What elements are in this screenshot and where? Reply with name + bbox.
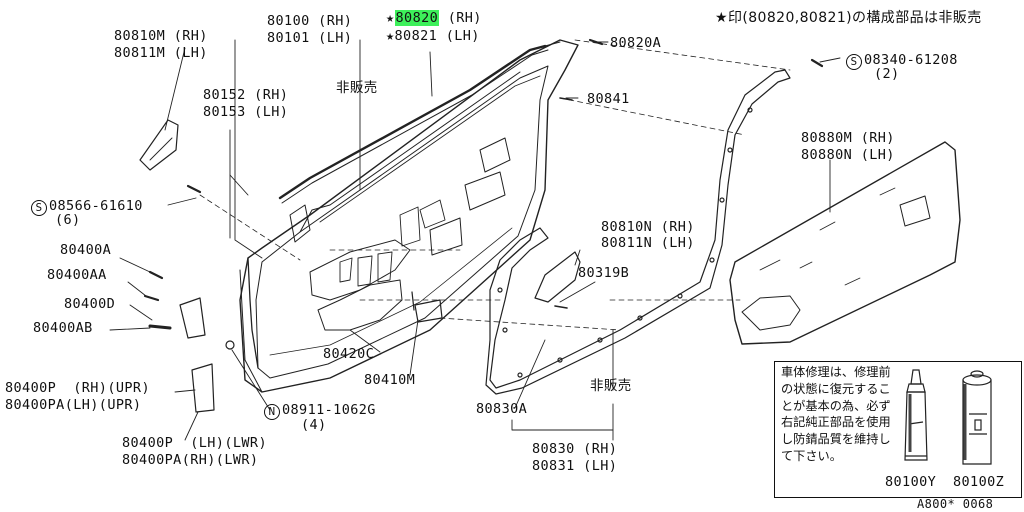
highlighted-part-number: 80820 [394, 10, 440, 26]
part-number: 08911-1062G [282, 402, 376, 418]
door-shell-drawing [239, 39, 579, 393]
part-80319B[interactable]: 80319B [578, 265, 630, 281]
part-80100-rh[interactable]: 80100 (RH) [267, 13, 353, 29]
part-80830-rh[interactable]: 80830 (RH) [532, 441, 618, 457]
not-sold-label: 非販売 [590, 378, 632, 394]
part-number: 80821 (LH) [394, 28, 480, 44]
part-80410M[interactable]: 80410M [364, 372, 416, 388]
part-80400PA-lh-upr[interactable]: 80400PA(LH)(UPR) [5, 397, 142, 413]
part-80400AA[interactable]: 80400AA [47, 267, 107, 283]
part-qty: (6) [55, 212, 81, 228]
outer-moulding-drawing [278, 41, 561, 204]
part-80880M-rh[interactable]: 80880M (RH) [801, 130, 895, 146]
part-80811M-lh[interactable]: 80811M (LH) [114, 45, 208, 61]
repair-note-text: 車体修理は、修理前の状態に復元することが基本の為、必ず右記純正部品を使用し防錆品… [781, 365, 891, 463]
part-number: 08340-61208 [864, 52, 958, 68]
product-80100Z[interactable]: 80100Z [953, 474, 1005, 490]
circle-s-icon: S [31, 200, 47, 216]
weatherstrip-drawing [485, 69, 791, 395]
not-sold-label: 非販売 [336, 80, 378, 96]
not-sold-note: ★印(80820,80821)の構成部品は非販売 [715, 10, 982, 26]
part-80830A[interactable]: 80830A [476, 401, 528, 417]
part-80821-lh[interactable]: ★80821 (LH) [386, 28, 480, 44]
small-parts-drawing [139, 38, 824, 413]
part-80400P-lh-lwr[interactable]: 80400P (LH)(LWR) [122, 435, 267, 451]
leader-lines [109, 39, 841, 441]
part-80841[interactable]: 80841 [587, 91, 630, 107]
circle-s-icon: S [846, 54, 862, 70]
part-side: (RH) [439, 10, 482, 26]
part-number: 08566-61610 [49, 198, 143, 214]
part-80400PA-rh-lwr[interactable]: 80400PA(RH)(LWR) [122, 452, 259, 468]
door-trim-drawing [729, 141, 961, 345]
diagram-id: A800* 0068 [917, 497, 994, 511]
part-80101-lh[interactable]: 80101 (LH) [267, 30, 353, 46]
part-80810M-rh[interactable]: 80810M (RH) [114, 28, 208, 44]
part-80820A[interactable]: 80820A [610, 35, 662, 51]
star-mark: ★ [386, 10, 395, 26]
part-80820-rh[interactable]: ★80820 (RH) [386, 10, 482, 26]
part-80400D[interactable]: 80400D [64, 296, 116, 312]
part-80400AB[interactable]: 80400AB [33, 320, 93, 336]
circle-n-icon: N [264, 404, 280, 420]
part-qty: (2) [874, 66, 900, 82]
sealant-tube-icon [904, 369, 928, 461]
part-80880N-lh[interactable]: 80880N (LH) [801, 147, 895, 163]
assembly-dashed-lines [199, 39, 791, 331]
part-80400P-rh-upr[interactable]: 80400P (RH)(UPR) [5, 380, 150, 396]
part-80810N-rh[interactable]: 80810N (RH) [601, 219, 695, 235]
part-80152-rh[interactable]: 80152 (RH) [203, 87, 289, 103]
repair-note-box: 車体修理は、修理前の状態に復元することが基本の為、必ず右記純正部品を使用し防錆品… [774, 361, 1022, 498]
spray-can-icon [962, 370, 992, 465]
part-80420C[interactable]: 80420C [323, 346, 375, 362]
part-80153-lh[interactable]: 80153 (LH) [203, 104, 289, 120]
product-drawings [904, 369, 992, 465]
part-80831-lh[interactable]: 80831 (LH) [532, 458, 618, 474]
part-80811N-lh[interactable]: 80811N (LH) [601, 235, 695, 251]
star-mark: ★ [386, 28, 395, 44]
part-qty: (4) [301, 417, 327, 433]
product-80100Y[interactable]: 80100Y [885, 474, 937, 490]
part-80400A[interactable]: 80400A [60, 242, 112, 258]
